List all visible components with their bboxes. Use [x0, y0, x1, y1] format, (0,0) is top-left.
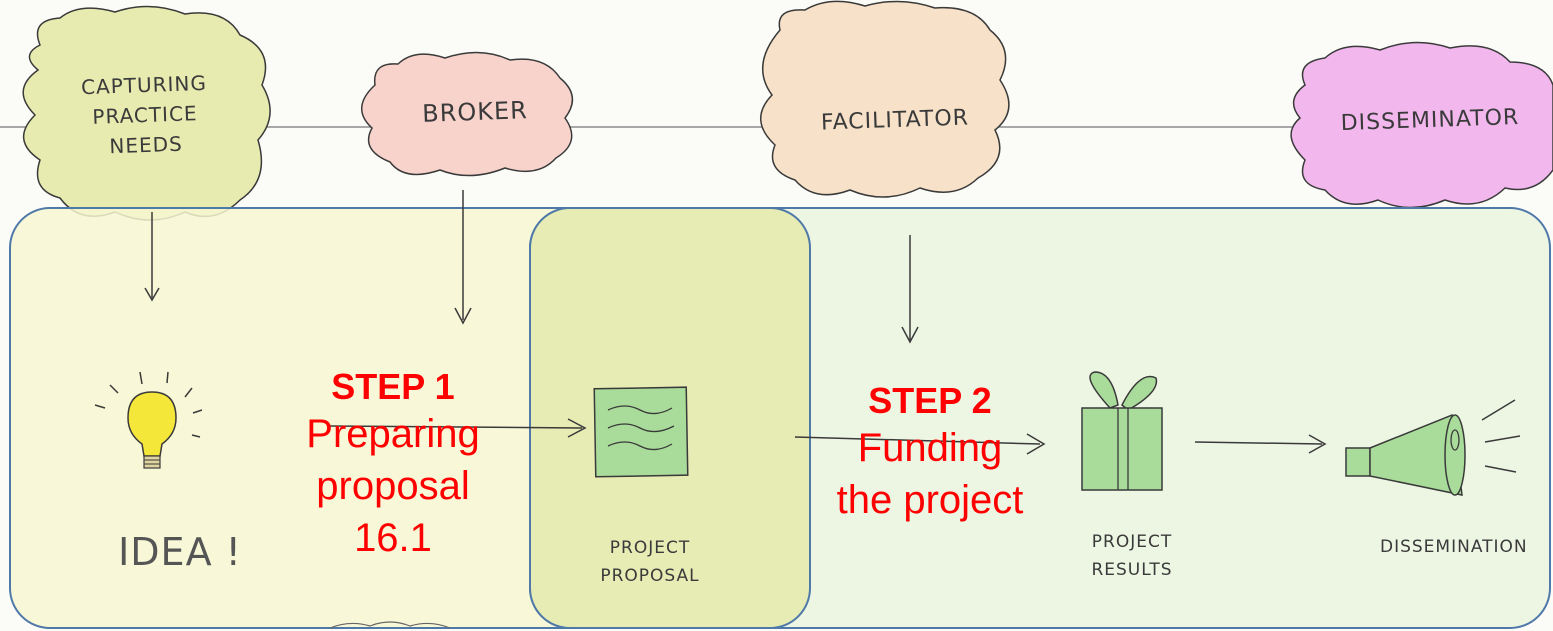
step2-line2: the project [836, 478, 1024, 522]
step1-line1: Preparing [306, 412, 480, 456]
lightbulb-icon [94, 371, 203, 469]
document-icon [593, 386, 689, 478]
role-label-broker: BROKER [421, 96, 529, 128]
cloud-disseminator [1290, 41, 1553, 209]
arrow-results [1194, 434, 1327, 454]
step1-line2: proposal [316, 464, 470, 508]
step1-line3: 16.1 [354, 516, 432, 560]
arrow-down-facilitator [901, 235, 919, 344]
bottom-scribble [329, 621, 451, 629]
cloud-broker [361, 51, 574, 177]
arrow-step2 [794, 433, 1046, 455]
stage-label-idea: IDEA ! [118, 530, 242, 574]
arrow-down-capturing [144, 212, 160, 302]
cloud-capturing [22, 5, 271, 221]
arrow-step1 [327, 418, 587, 438]
role-label-capturing: CAPTURING PRACTICE NEEDS [80, 70, 208, 159]
step1-block: STEP 1 Preparing proposal 16.1 [278, 366, 508, 564]
stage-label-proposal: PROJECT PROPOSAL [600, 538, 700, 586]
step2-block: STEP 2 Funding the project [810, 380, 1050, 526]
cloud-facilitator [759, 0, 1010, 198]
megaphone-icon [1345, 399, 1521, 496]
gift-icon [1081, 371, 1163, 491]
step2-line1: Funding [857, 426, 1003, 470]
step1-title: STEP 1 [331, 366, 455, 407]
stage-label-results: PROJECT RESULTS [1091, 532, 1173, 580]
stage-label-dissemination: DISSEMINATION [1380, 537, 1528, 557]
arrow-down-broker [454, 190, 472, 325]
step2-title: STEP 2 [868, 380, 992, 421]
